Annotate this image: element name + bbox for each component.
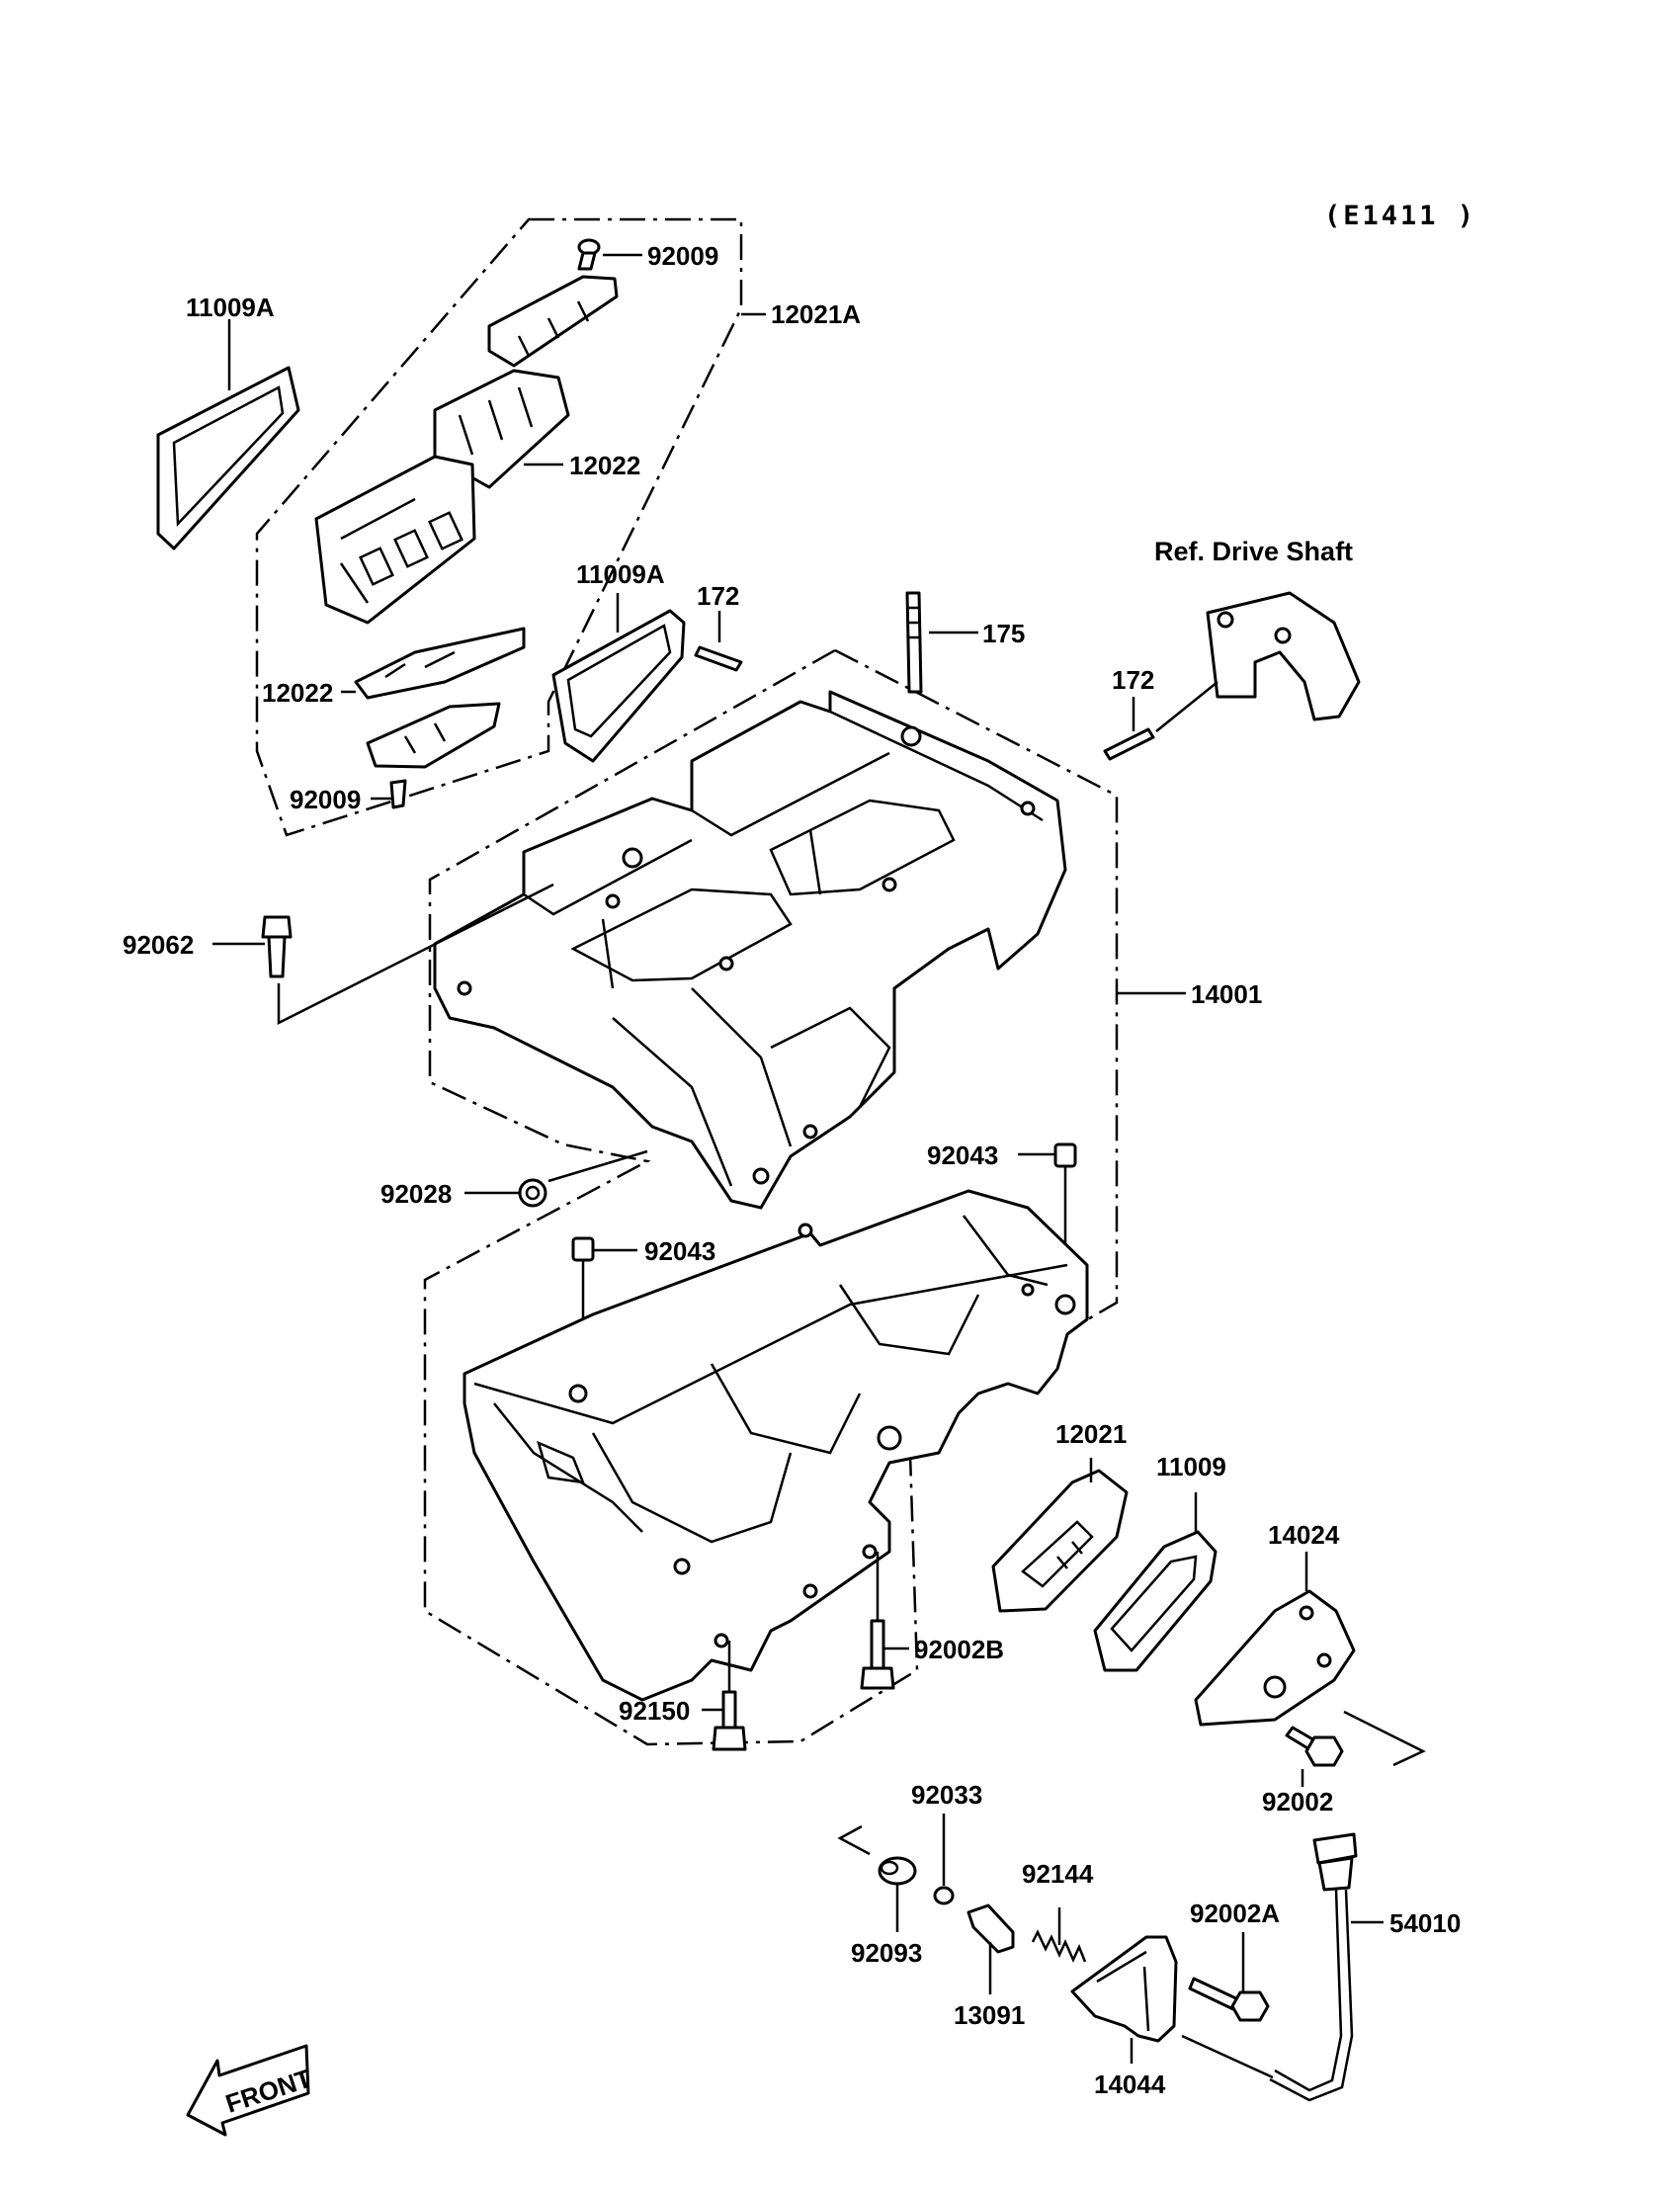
label-crankcase: 14001 [1191, 979, 1262, 1009]
reed-block [314, 455, 476, 625]
label-screw-top: 92009 [647, 241, 718, 271]
housing-14044 [1070, 1935, 1178, 2043]
label-pin-right: 92043 [927, 1141, 998, 1170]
label-reed-valve-assy: 12021A [771, 299, 861, 329]
label-stud-short-right: 172 [1112, 665, 1154, 695]
label-screw-bottom: 92009 [290, 785, 361, 814]
front-direction-arrow: FRONT [186, 2044, 315, 2137]
label-plug-92028: 92028 [380, 1179, 452, 1209]
label-cover-14024: 14024 [1268, 1520, 1340, 1550]
bolt-92002B [860, 1619, 895, 1690]
label-gasket-upper-left: 11009A [186, 293, 275, 322]
collar-92093 [878, 1856, 917, 1886]
plunger-13091 [966, 1903, 1015, 1954]
spring-92144 [1031, 1929, 1087, 1964]
label-reed-lower: 12022 [262, 678, 333, 708]
label-bolt-92062: 92062 [123, 930, 194, 960]
reed-lower-petals [354, 627, 526, 700]
stud-short-left [694, 645, 743, 672]
valve-12021 [991, 1469, 1129, 1613]
label-washer-92033: 92033 [911, 1780, 982, 1810]
reed-valve-group-outline [255, 217, 743, 837]
hose-54010 [1181, 1832, 1358, 2102]
label-gasket-11009: 11009 [1156, 1452, 1226, 1481]
label-housing-14044: 14044 [1094, 2070, 1166, 2099]
label-hose-54010: 54010 [1389, 1908, 1461, 1938]
pin-left [571, 1236, 595, 1262]
label-plunger-13091: 13091 [954, 2000, 1025, 2030]
label-stud-short-left: 172 [697, 581, 739, 611]
reference-note: Ref. Drive Shaft [1154, 537, 1353, 566]
screw-top [577, 238, 601, 271]
plug-92028-leader [547, 1149, 648, 1183]
label-collar-92093: 92093 [851, 1938, 922, 1968]
reed-upper-plate [487, 275, 619, 368]
label-stud-long: 175 [982, 619, 1025, 648]
cover-14024 [1194, 1589, 1356, 1727]
pin-right [1053, 1142, 1077, 1168]
label-bolt-92002: 92002 [1262, 1787, 1333, 1817]
leader-lines [212, 253, 1384, 2064]
bolt-92150 [712, 1690, 747, 1751]
bolt-92002A [1188, 1977, 1270, 2022]
label-gasket-upper-mid: 11009A [576, 559, 665, 589]
label-bolt-92002A: 92002A [1190, 1899, 1280, 1928]
label-bolt-92150: 92150 [619, 1696, 690, 1726]
diagram-code: (E1411 ) [1324, 201, 1476, 231]
label-pin-left: 92043 [644, 1236, 715, 1266]
stud-short-right [1103, 727, 1155, 761]
gasket-upper-left [156, 366, 300, 550]
direction-arrow-left [837, 1824, 871, 1856]
drive-shaft-leader [1155, 681, 1218, 732]
drive-shaft-bracket [1206, 591, 1361, 721]
bolt-92062 [261, 915, 293, 978]
label-spring-92144: 92144 [1022, 1859, 1094, 1889]
gasket-upper-mid [551, 609, 686, 763]
label-reed-upper: 12022 [569, 451, 640, 480]
direction-arrow-right [1343, 1710, 1426, 1767]
washer-92033 [933, 1886, 955, 1905]
reed-lower-plate [366, 702, 501, 769]
plug-92028 [518, 1178, 547, 1208]
gasket-11009 [1093, 1530, 1218, 1672]
upper-crankcase [433, 690, 1067, 1210]
stud-long [905, 591, 923, 694]
lower-crankcase [462, 1189, 1089, 1702]
screw-bottom [389, 779, 407, 809]
label-bolt-92002B: 92002B [914, 1635, 1004, 1664]
bolt-92062-leader [277, 883, 554, 1026]
label-valve-12021: 12021 [1055, 1419, 1127, 1449]
bolt-92002 [1285, 1726, 1344, 1767]
